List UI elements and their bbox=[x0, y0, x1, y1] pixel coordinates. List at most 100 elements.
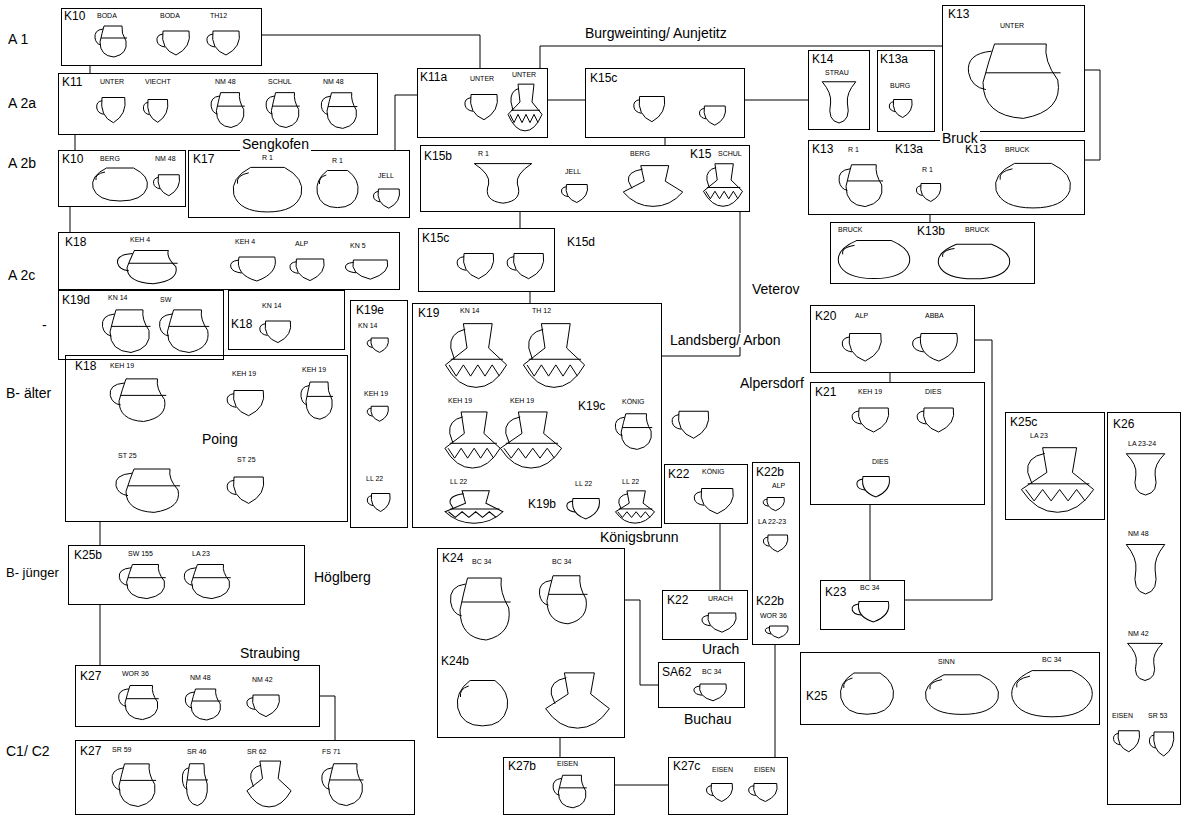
connector-line bbox=[70, 207, 71, 232]
vessel bbox=[211, 93, 245, 128]
site-label: R 1 bbox=[848, 146, 859, 153]
connector-line bbox=[625, 600, 658, 685]
vessel bbox=[615, 414, 652, 450]
site-label: KEH 4 bbox=[130, 236, 150, 243]
vessel bbox=[917, 408, 954, 432]
connector-line bbox=[262, 35, 480, 68]
type-box: K19dKN 14SW bbox=[58, 290, 224, 360]
site-label: EISEN bbox=[754, 766, 775, 773]
site-label: BC 34 bbox=[860, 584, 879, 591]
connector-line bbox=[1085, 70, 1100, 160]
site-label: DIES bbox=[925, 388, 941, 395]
connector-line bbox=[395, 95, 417, 150]
group-label: Höglberg bbox=[312, 570, 373, 584]
type-box: K19KN 14TH 12KEH 19KEH 19K19cKÖNIGLL 22K… bbox=[412, 303, 662, 528]
site-label: NM 48 bbox=[1128, 530, 1149, 537]
type-code: K24b bbox=[441, 655, 469, 667]
vessel bbox=[110, 379, 166, 422]
site-label: KEH 19 bbox=[110, 362, 134, 369]
site-label: NM 48 bbox=[190, 674, 211, 681]
type-box: K22bALPLA 22-23K22bWOR 36 bbox=[752, 462, 800, 645]
vessel bbox=[227, 477, 264, 503]
vessel bbox=[508, 84, 542, 131]
type-code: K19d bbox=[62, 294, 90, 306]
site-label: LL 22 bbox=[366, 475, 383, 482]
site-label: R 1 bbox=[332, 157, 343, 164]
vessel bbox=[840, 673, 893, 714]
site-label: EISEN bbox=[712, 766, 733, 773]
site-label: WOR 36 bbox=[122, 670, 149, 677]
group-label: Burgweinting/ Aunjetitz bbox=[583, 26, 729, 40]
type-box: K13aBURG bbox=[877, 50, 935, 132]
period-label: A 2c bbox=[6, 268, 37, 282]
vessel bbox=[321, 93, 357, 129]
type-code: K14 bbox=[812, 53, 833, 65]
site-label: NM 48 bbox=[155, 155, 176, 162]
vessel bbox=[700, 106, 726, 125]
site-label: R 1 bbox=[262, 154, 273, 161]
vessel bbox=[119, 686, 159, 720]
type-code: K26 bbox=[1113, 418, 1134, 430]
site-label: VIECHT bbox=[145, 78, 171, 85]
type-code: K21 bbox=[815, 386, 836, 398]
group-label: Buchau bbox=[682, 712, 733, 726]
type-box: K17R 1R 1JELL bbox=[188, 150, 410, 218]
vessel bbox=[227, 391, 264, 416]
vessel bbox=[119, 565, 166, 599]
group-label: Urach bbox=[700, 642, 741, 656]
type-box: K24BC 34BC 34K24b bbox=[437, 548, 625, 738]
site-label: EISEN bbox=[557, 760, 578, 767]
period-label: A 2b bbox=[6, 156, 38, 170]
vessel bbox=[445, 412, 500, 468]
connector-line bbox=[100, 522, 101, 545]
site-label: WOR 36 bbox=[760, 612, 787, 619]
vessel bbox=[968, 44, 1060, 118]
connector-line bbox=[870, 505, 871, 580]
type-box: K13UNTER bbox=[942, 5, 1085, 132]
vessel bbox=[154, 175, 180, 196]
site-label: KEH 4 bbox=[235, 238, 255, 245]
vessel bbox=[763, 535, 787, 552]
group-label: Veterov bbox=[750, 282, 801, 296]
site-label: UNTER bbox=[1000, 22, 1024, 29]
type-box: K27cEISENEISEN bbox=[668, 757, 788, 815]
type-box: K13R 1K13aR 1K13BRUCK bbox=[808, 140, 1085, 215]
vessel bbox=[546, 673, 610, 728]
connector-line bbox=[548, 100, 585, 101]
site-label: UNTER bbox=[100, 78, 124, 85]
vessel bbox=[852, 408, 889, 432]
type-code: K10 bbox=[62, 153, 83, 165]
site-label: LL 22 bbox=[450, 478, 467, 485]
vessel bbox=[465, 95, 498, 120]
vessel bbox=[539, 576, 587, 624]
vessel bbox=[765, 626, 788, 638]
vessel bbox=[317, 171, 358, 208]
site-label: DIES bbox=[872, 458, 888, 465]
site-label: NM 48 bbox=[215, 78, 236, 85]
vessel bbox=[623, 166, 683, 207]
type-box: K25bSW 155LA 23 bbox=[68, 545, 305, 605]
site-label: ST 25 bbox=[237, 456, 256, 463]
site-label: EISEN bbox=[1112, 712, 1133, 719]
group-label: Sengkofen bbox=[240, 137, 311, 151]
vessel bbox=[445, 491, 503, 523]
site-label: ST 25 bbox=[118, 452, 137, 459]
connector-line bbox=[320, 696, 335, 740]
connector-line bbox=[530, 292, 531, 303]
site-label: KEH 19 bbox=[858, 388, 882, 395]
type-code: K15c bbox=[590, 72, 617, 84]
group-label: Poing bbox=[200, 432, 240, 446]
type-code: K22b bbox=[756, 466, 784, 478]
site-label: KN 5 bbox=[350, 242, 366, 249]
vessel bbox=[553, 775, 587, 808]
type-box: K27bEISEN bbox=[503, 757, 615, 815]
type-box: K15bR 1JELLBERGK15SCHUL bbox=[420, 145, 750, 212]
period-label: B- jünger bbox=[4, 566, 61, 579]
site-label: BC 34 bbox=[702, 668, 721, 675]
vessel-group bbox=[93, 26, 1174, 808]
vessel bbox=[842, 334, 881, 362]
vessel bbox=[112, 764, 156, 807]
site-label: LA 23-24 bbox=[1128, 440, 1156, 447]
type-box: K21 KEH 19 DIES DIES bbox=[810, 382, 985, 505]
vessel bbox=[1012, 671, 1093, 717]
